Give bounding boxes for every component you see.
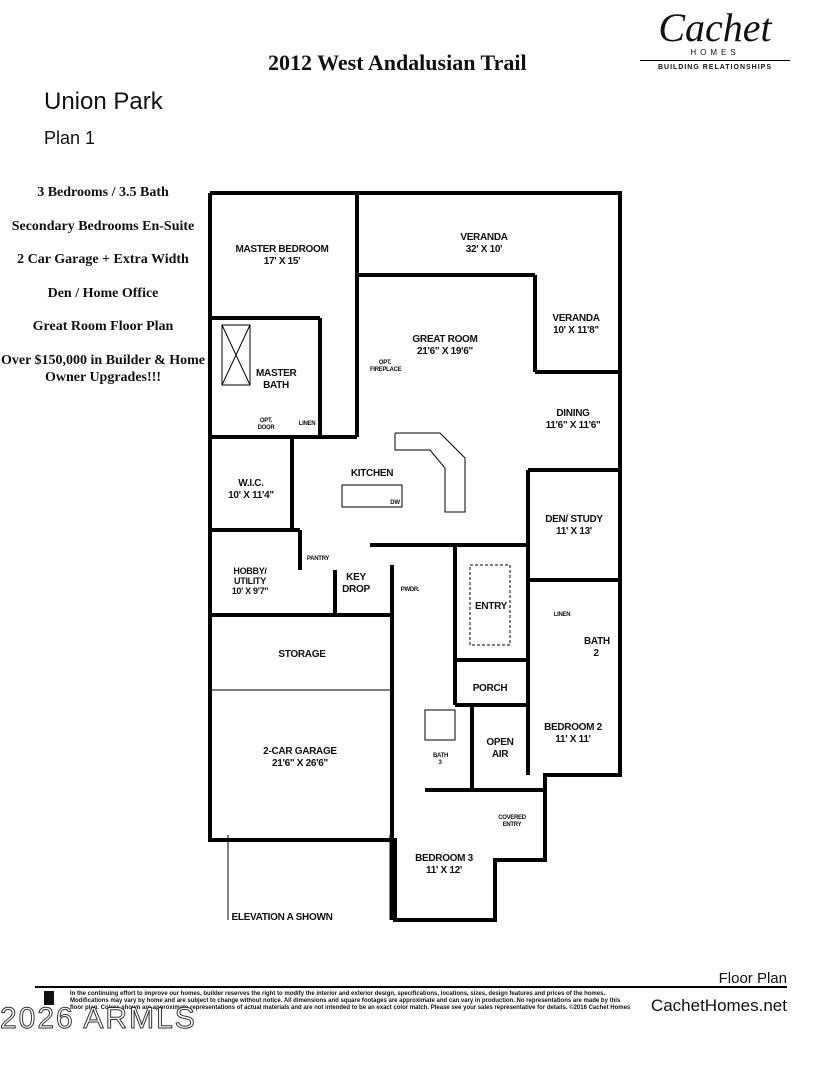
room-name: DINING — [556, 408, 590, 419]
armls-watermark: 2026 ARMLS — [0, 1002, 197, 1036]
room-name: BEDROOM 3 — [415, 853, 473, 864]
room-size: 11'6" X 11'6" — [545, 420, 601, 431]
porch-label: PORCH — [472, 683, 508, 694]
website-text: CachetHomes.net — [650, 996, 787, 1015]
logo-sub: HOMES — [690, 48, 740, 57]
opt-door-label: OPT. DOOR — [257, 418, 275, 431]
plan-name: Plan 1 — [44, 128, 96, 148]
feature-item: 2 Car Garage + Extra Width — [17, 252, 189, 267]
entry-label: ENTRY — [474, 601, 508, 612]
feature-item: Great Room Floor Plan — [32, 319, 174, 334]
bath3-label: BATH 3 — [433, 753, 449, 766]
linen-label: LINEN — [298, 421, 316, 427]
feature-item: Den / Home Office — [47, 285, 159, 301]
room-name: VERANDA — [460, 232, 508, 243]
linen2-label: LINEN — [553, 612, 571, 618]
kitchen-label: KITCHEN — [350, 468, 394, 479]
powder-room-label: PWDR. — [400, 587, 420, 593]
logo-tagline: BUILDING RELATIONSHIPS — [640, 60, 790, 71]
feature-item: Secondary Bedrooms En-Suite — [11, 218, 195, 234]
footer-divider — [35, 986, 787, 988]
room-size: 21'6" X 26'6" — [272, 758, 328, 769]
room-size: 17' X 15' — [263, 256, 301, 267]
wic-label: W.I.C.10' X 11'4" — [228, 478, 274, 502]
room-size: 10' X 9'7" — [231, 586, 269, 596]
elevation-label: ELEVATION A SHOWN — [231, 912, 333, 923]
disclaimer-text: In the continuing effort to improve our … — [70, 991, 631, 1011]
room-size: 11' X 12' — [426, 865, 462, 876]
logo-name: Cachet — [658, 5, 772, 50]
room-size: 11' X 13' — [556, 526, 592, 537]
room-name: 2-CAR GARAGE — [263, 746, 337, 757]
key-drop-label: KEY DROP — [342, 572, 370, 595]
pantry-label: PANTRY — [306, 556, 330, 562]
covered-entry-label: COVERED ENTRY — [498, 815, 526, 828]
master-bath-label: MASTER BATH — [256, 368, 297, 391]
room-name: DEN/ STUDY — [545, 514, 603, 525]
room-size: 32' X 10' — [465, 244, 503, 255]
features-list: 3 Bedrooms / 3.5 Bath Secondary Bedrooms… — [0, 184, 206, 402]
open-air-label: OPEN AIR — [486, 737, 514, 760]
room-name: VERANDA — [552, 313, 600, 324]
room-size: 21'6" X 19'6" — [417, 346, 473, 357]
accessibility-icon — [44, 991, 54, 1005]
room-name: MASTER BEDROOM — [235, 244, 329, 255]
room-name: BEDROOM 2 — [544, 722, 602, 733]
bath2-label: BATH 2 — [584, 636, 610, 659]
room-size: 10' X 11'8" — [553, 325, 599, 336]
room-name: W.I.C. — [238, 478, 264, 489]
fireplace-label: OPT. FIREPLACE — [370, 360, 402, 373]
cachet-homes-logo: Cachet HOMES BUILDING RELATIONSHIPS — [640, 8, 790, 71]
property-address-title: 2012 West Andalusian Trail — [268, 50, 527, 75]
feature-item: Over $150,000 in Builder & Home Owner Up… — [0, 352, 206, 385]
room-size: 11' X 11' — [555, 734, 591, 745]
storage-label: STORAGE — [278, 649, 326, 660]
room-name: HOBBY/ UTILITY — [233, 566, 267, 586]
floor-plan-caption: Floor Plan — [718, 970, 787, 987]
community-name: Union Park — [44, 88, 163, 115]
dishwasher-label: DW — [390, 500, 400, 506]
feature-item: 3 Bedrooms / 3.5 Bath — [37, 185, 169, 200]
room-size: 10' X 11'4" — [228, 490, 274, 501]
room-name: GREAT ROOM — [412, 334, 478, 345]
